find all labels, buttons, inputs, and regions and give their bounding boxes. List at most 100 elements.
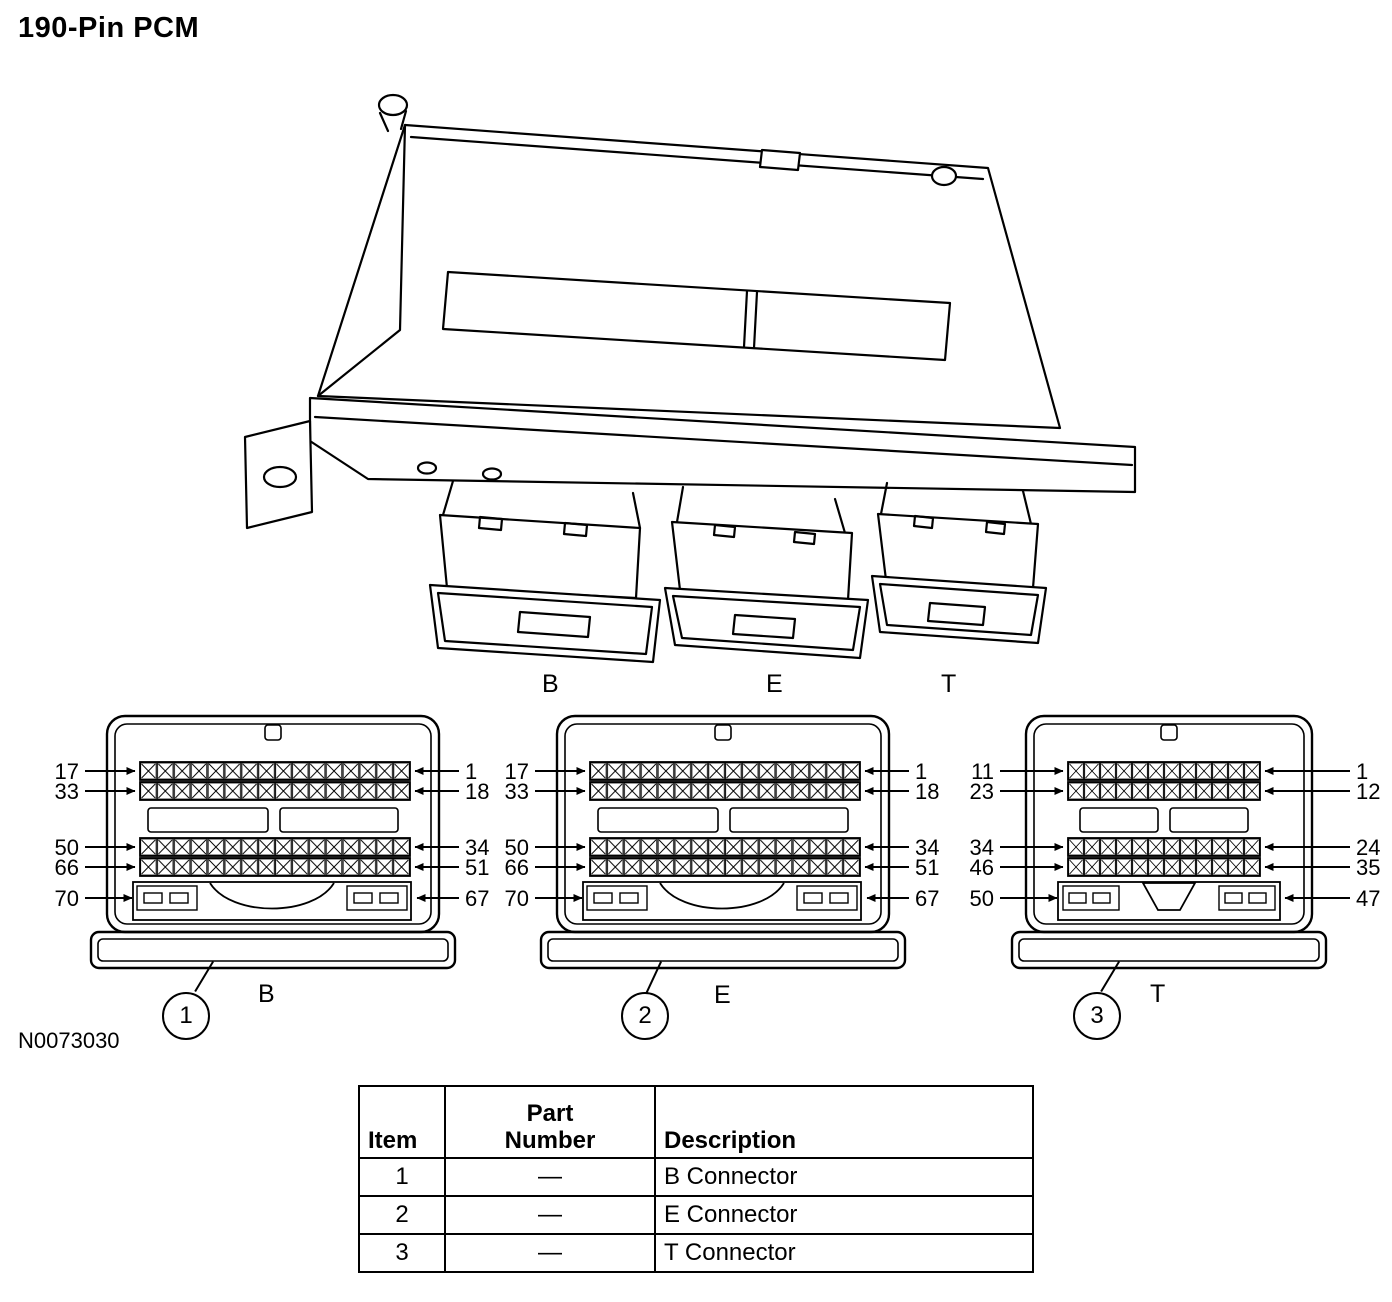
recessed-panel [441,270,952,362]
parts-table-header: Item Part Number Description [358,1085,1034,1159]
pcm-3d-drawing [243,93,1137,664]
keyway-blanks [597,807,849,833]
pin-label: 1 [915,759,927,784]
item-badge-2: 2 [621,992,669,1040]
pcm-connector-housing-b [428,479,662,664]
pin-label: 50 [505,835,529,860]
pin-strips [1067,761,1261,877]
table-row: 2 — E Connector [358,1195,1034,1235]
pin-row-4 [1067,857,1261,877]
pin-labels: 11 23 34 46 50 1 12 24 35 47 [970,759,1381,911]
pin-label: 33 [505,779,529,804]
pcm-top-cover [316,93,1062,430]
pin-label: 66 [505,855,529,880]
connector-base [1010,930,1328,970]
item-badge-number: 1 [179,1002,193,1029]
pin-row-1 [139,761,411,781]
pin-row-4 [589,857,861,877]
pin-label: 51 [465,855,489,880]
col-header-item: Item [358,1085,446,1159]
table-row: 1 — B Connector [358,1157,1034,1197]
connector-body [539,714,907,970]
screw-hole [481,467,503,481]
pin-strips [589,761,861,877]
keyway-blanks [1079,807,1249,833]
pin-arrows [535,767,909,902]
pin-label: 50 [970,886,994,911]
pin-label: 18 [915,779,939,804]
pin-labels: 17 33 50 66 70 1 18 34 51 67 [505,759,940,911]
pin-strips [139,761,411,877]
pcm-view-label-b: B [542,670,559,698]
pin-label: 67 [915,886,939,911]
mount-post-right [930,165,958,187]
connector-base [539,930,907,970]
pin-label: 1 [1356,759,1368,784]
cell-item: 1 [358,1157,446,1197]
bottom-block [582,881,862,921]
pin-row-4 [139,857,411,877]
col-header-part-line2: Number [504,1127,596,1155]
pin-label: 34 [970,835,994,860]
cell-description: E Connector [654,1195,1034,1235]
cell-item: 2 [358,1195,446,1235]
pin-row-3 [589,837,861,857]
pcm-connector-housing-t [870,481,1048,645]
pin-row-3 [139,837,411,857]
cell-description: T Connector [654,1233,1034,1273]
bottom-block [1057,881,1281,921]
figure-code: N0073030 [18,1028,120,1053]
table-row: 3 — T Connector [358,1233,1034,1273]
pin-label: 24 [1356,835,1380,860]
mount-post-left [377,93,409,117]
pin-row-2 [1067,781,1261,801]
cell-part-number: — [444,1195,656,1235]
connector-letter-b: B [258,980,275,1008]
connector-body [89,714,457,970]
cover-notch [758,148,802,172]
bottom-block [132,881,412,921]
pin-label: 70 [505,886,529,911]
pin-label: 51 [915,855,939,880]
pin-label: 67 [465,886,489,911]
cell-part-number: — [444,1157,656,1197]
cell-part-number: — [444,1233,656,1273]
pcm-front-rail [243,396,1137,530]
index-notch [264,724,282,741]
index-notch [1160,724,1178,741]
cell-item: 3 [358,1233,446,1273]
pin-label: 50 [55,835,79,860]
pin-row-3 [1067,837,1261,857]
pcm-connector-housing-e [663,485,870,660]
pin-label: 23 [970,779,994,804]
col-header-description: Description [654,1085,1034,1159]
pin-label: 34 [915,835,939,860]
bracket-hole [262,465,298,489]
pin-label: 33 [55,779,79,804]
connector-face-e: 17 33 50 66 70 1 18 34 51 67 [505,714,940,970]
keyway-blanks [147,807,399,833]
connector-letter-e: E [714,981,731,1009]
col-header-part-line1: Part [526,1099,574,1127]
item-badge-3: 3 [1073,992,1121,1040]
pcm-view-label-e: E [766,670,783,698]
pin-label: 46 [970,855,994,880]
pin-label: 12 [1356,779,1380,804]
item-badge-1: 1 [162,992,210,1040]
parts-table: Item Part Number Description 1 — B Conne… [358,1085,1034,1273]
item-badge-number: 2 [638,1002,652,1029]
connector-face-t: 11 23 34 46 50 1 12 24 35 47 [970,714,1381,970]
connector-letter-t: T [1150,980,1166,1008]
pin-arrows [85,767,459,902]
connector-body [1010,714,1328,970]
pin-label: 1 [465,759,477,784]
pin-labels: 17 33 50 66 70 1 18 34 51 67 [55,759,490,911]
pin-label: 11 [971,759,994,784]
item-badge-number: 3 [1090,1002,1104,1029]
pin-label: 18 [465,779,489,804]
pin-label: 17 [55,759,79,784]
pin-label: 35 [1356,855,1380,880]
connector-base [89,930,457,970]
col-header-part-number: Part Number [444,1085,656,1159]
